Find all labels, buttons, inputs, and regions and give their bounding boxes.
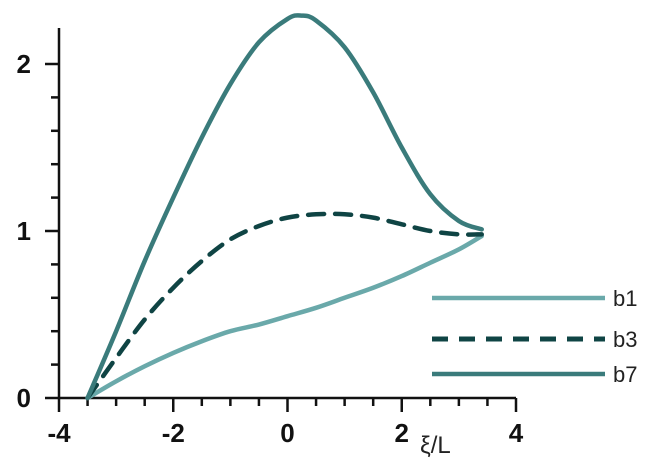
x-tick-label: -4 <box>47 418 71 448</box>
legend-label-b3: b3 <box>613 327 637 352</box>
y-tick-label: 0 <box>17 383 31 413</box>
x-axis-label: ξ/L <box>420 432 451 459</box>
series-line-b1 <box>85 233 484 401</box>
series-line-b7 <box>85 13 484 401</box>
y-tick-label: 2 <box>17 49 31 79</box>
x-tick-label: 4 <box>509 418 524 448</box>
series-layer <box>85 13 484 401</box>
series-line-b3 <box>85 211 484 401</box>
legend-label-b1: b1 <box>613 286 637 311</box>
x-tick-label: 2 <box>395 418 409 448</box>
legend-label-b7: b7 <box>613 362 637 387</box>
x-tick-label: -2 <box>162 418 185 448</box>
x-tick-label: 0 <box>280 418 294 448</box>
legend: b1 b3 b7 <box>432 286 637 387</box>
y-tick-label: 1 <box>17 216 31 246</box>
axes: -4 -2 0 2 4 0 1 2 <box>17 28 524 448</box>
